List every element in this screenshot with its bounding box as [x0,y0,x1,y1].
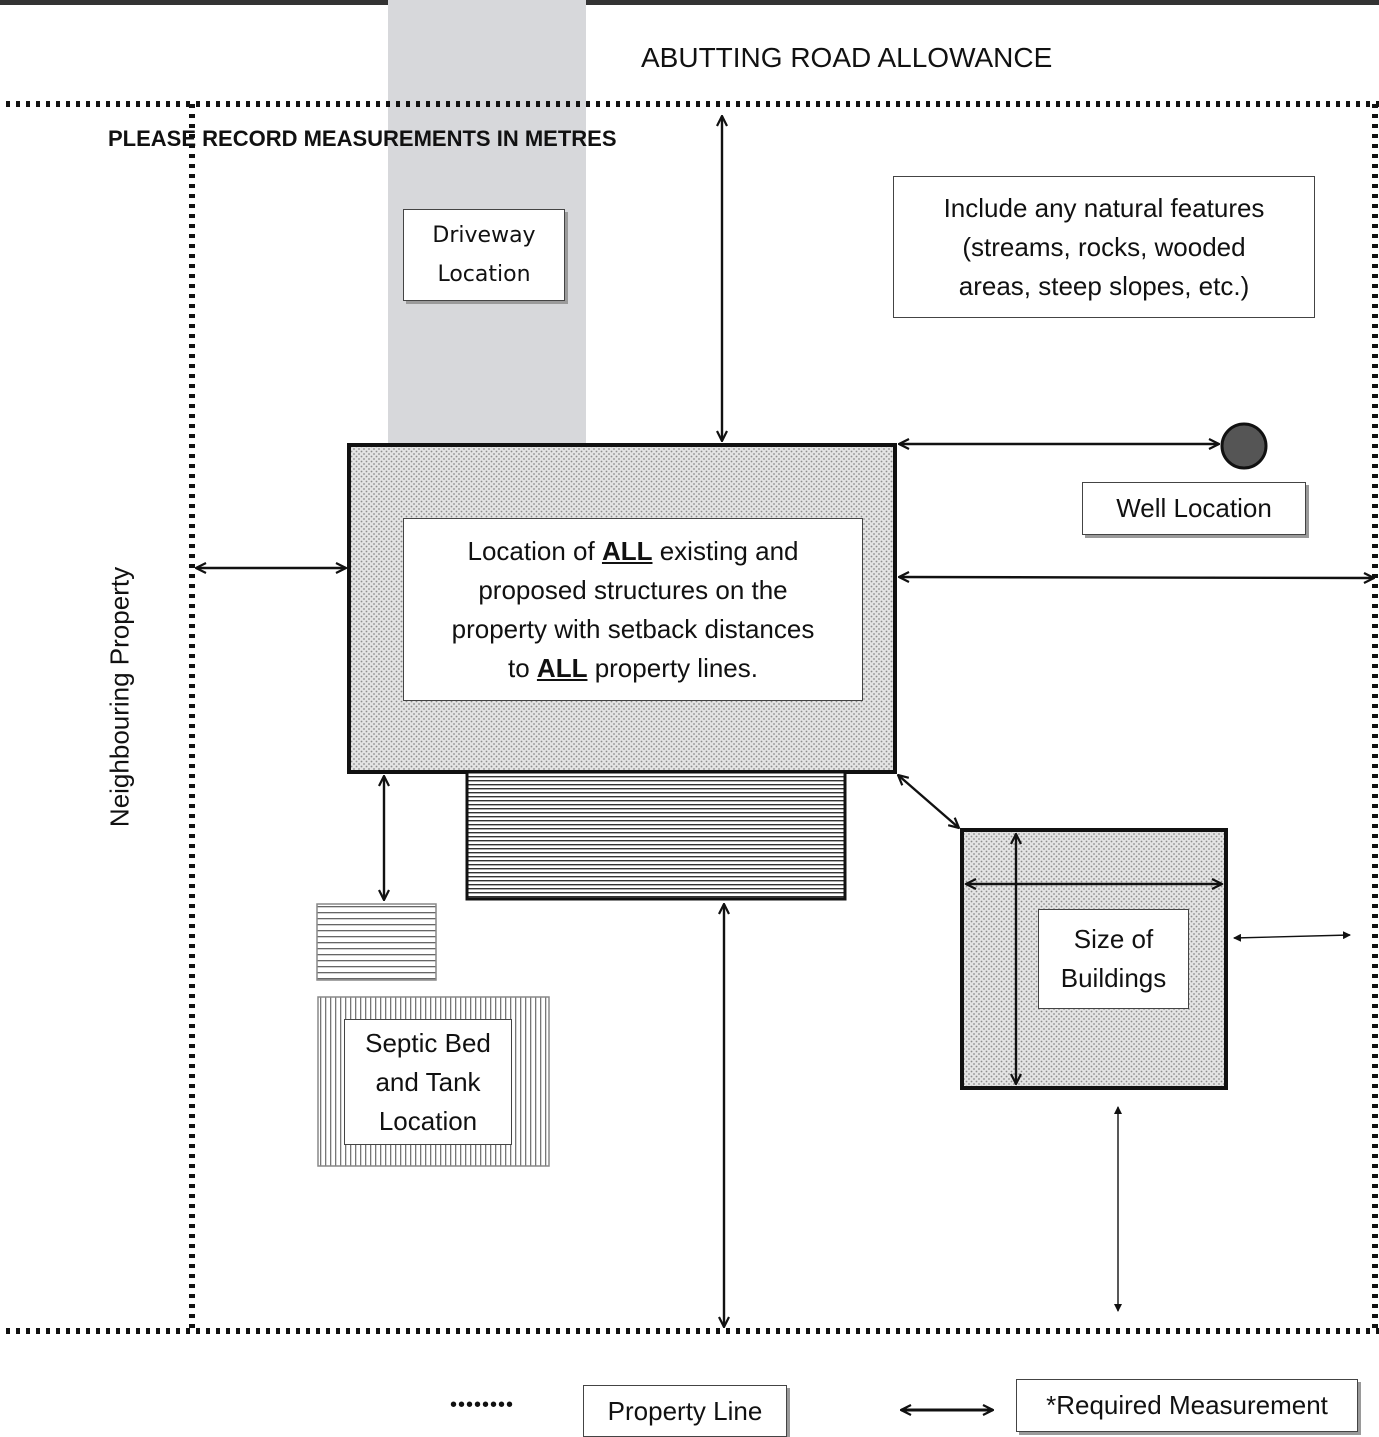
structures-line3: property with setback distances [451,613,815,644]
road-allowance-label: ABUTTING ROAD ALLOWANCE [641,42,1053,73]
natural-features-line3: areas, steep slopes, etc.) [958,270,1250,301]
arrow-structure-to-right-line [899,577,1374,578]
well-location-box: Well Location [1082,482,1306,535]
septic-label-line1: Septic Bed [365,1027,491,1058]
size-of-buildings-line2: Buildings [1060,963,1167,993]
structures-label-box: Location of ALL existing and proposed st… [403,518,863,701]
structures-line4-a: to [508,652,537,683]
well-location-label: Well Location [1116,493,1272,523]
septic-label-box: Septic Bed and Tank Location [344,1019,512,1145]
structures-line2: proposed structures on the [478,574,788,605]
size-of-buildings-box: Size of Buildings [1038,909,1189,1009]
driveway-label-line1: Driveway [432,223,536,248]
measurement-instruction: PLEASE RECORD MEASUREMENTS IN METRES [108,126,617,151]
structures-line4-c: property lines. [587,652,758,683]
legend-required-measurement-box: *Required Measurement [1016,1379,1358,1432]
structures-line1-a: Location of [467,535,602,566]
top-border-band [0,0,1379,5]
legend-required-measurement-label: *Required Measurement [1046,1390,1328,1420]
size-of-buildings-line1: Size of [1073,924,1154,954]
arrow-structure-to-building [898,775,959,828]
attached-structure [465,770,847,901]
structures-line4-emphasis: ALL [536,652,588,683]
structures-line1-emphasis: ALL [601,535,653,566]
driveway-label-box: Driveway Location [403,209,565,301]
septic-label-line3: Location [378,1105,478,1136]
septic-tank [316,903,437,981]
neighbouring-property-label: Neighbouring Property [104,566,135,828]
natural-features-line2: (streams, rocks, wooded [962,231,1246,262]
structures-line4: to ALL property lines. [508,649,758,688]
septic-label-line2: and Tank [375,1066,481,1097]
well-marker [1220,422,1268,470]
legend-property-line-label: Property Line [607,1395,763,1426]
driveway-label-line2: Location [437,262,531,287]
natural-features-line1: Include any natural features [943,192,1265,223]
natural-features-box: Include any natural features (streams, r… [893,176,1315,318]
legend-property-line-box: Property Line [583,1385,787,1437]
structures-line1-c: existing and [652,535,799,566]
structures-line1: Location of ALL existing and [468,532,799,571]
arrow-building-to-right-line [1233,931,1351,942]
legend-dots-icon: •••••••• [450,1394,515,1416]
